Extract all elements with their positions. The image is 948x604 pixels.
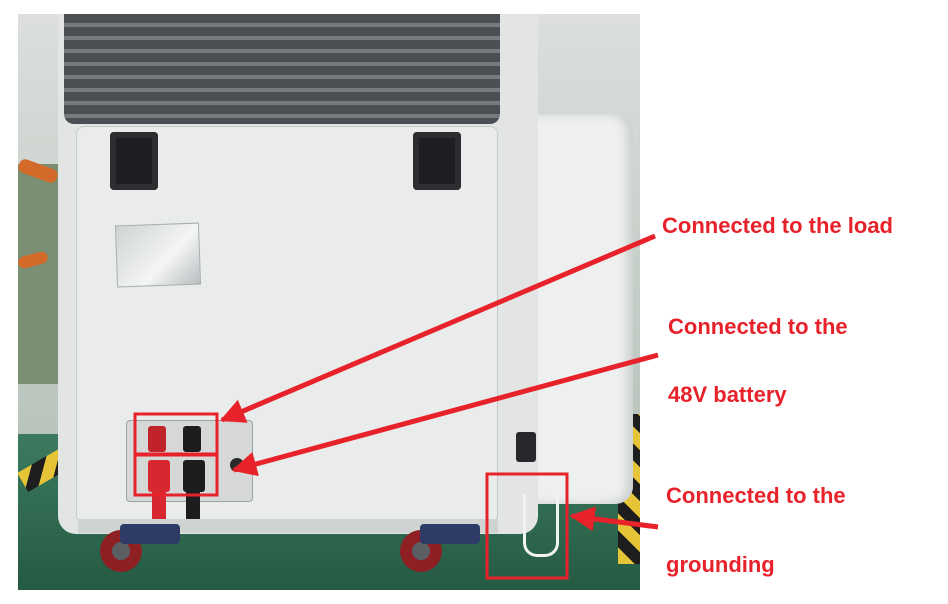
ground-cable (523, 494, 559, 557)
label-battery-line2: 48V battery (668, 382, 787, 407)
grounding-highlight-box (485, 472, 569, 580)
grounding-arrow (569, 506, 659, 532)
load-arrow (219, 233, 656, 423)
handle-right (413, 132, 461, 190)
load-terminal-highlight-box (133, 412, 219, 456)
load-positive-terminal (148, 426, 166, 452)
battery-cable (186, 492, 200, 522)
label-load: Connected to the load (662, 213, 893, 238)
caster-right-bracket (420, 524, 480, 544)
label-grounding-line2: grounding (666, 552, 775, 577)
battery-arrow (231, 352, 659, 477)
battery-terminal-highlight-box (133, 453, 219, 497)
battery-negative-terminal (183, 460, 205, 492)
handle-left (110, 132, 158, 190)
battery-cable (152, 492, 166, 522)
side-connector (516, 432, 536, 462)
label-battery-line1: Connected to the (668, 314, 848, 339)
load-negative-terminal (183, 426, 201, 452)
caster-left-bracket (120, 524, 180, 544)
vent-panel (64, 14, 500, 124)
cabinet-base (78, 519, 498, 533)
label-grounding-line1: Connected to the (666, 483, 846, 508)
battery-positive-terminal (148, 460, 170, 492)
